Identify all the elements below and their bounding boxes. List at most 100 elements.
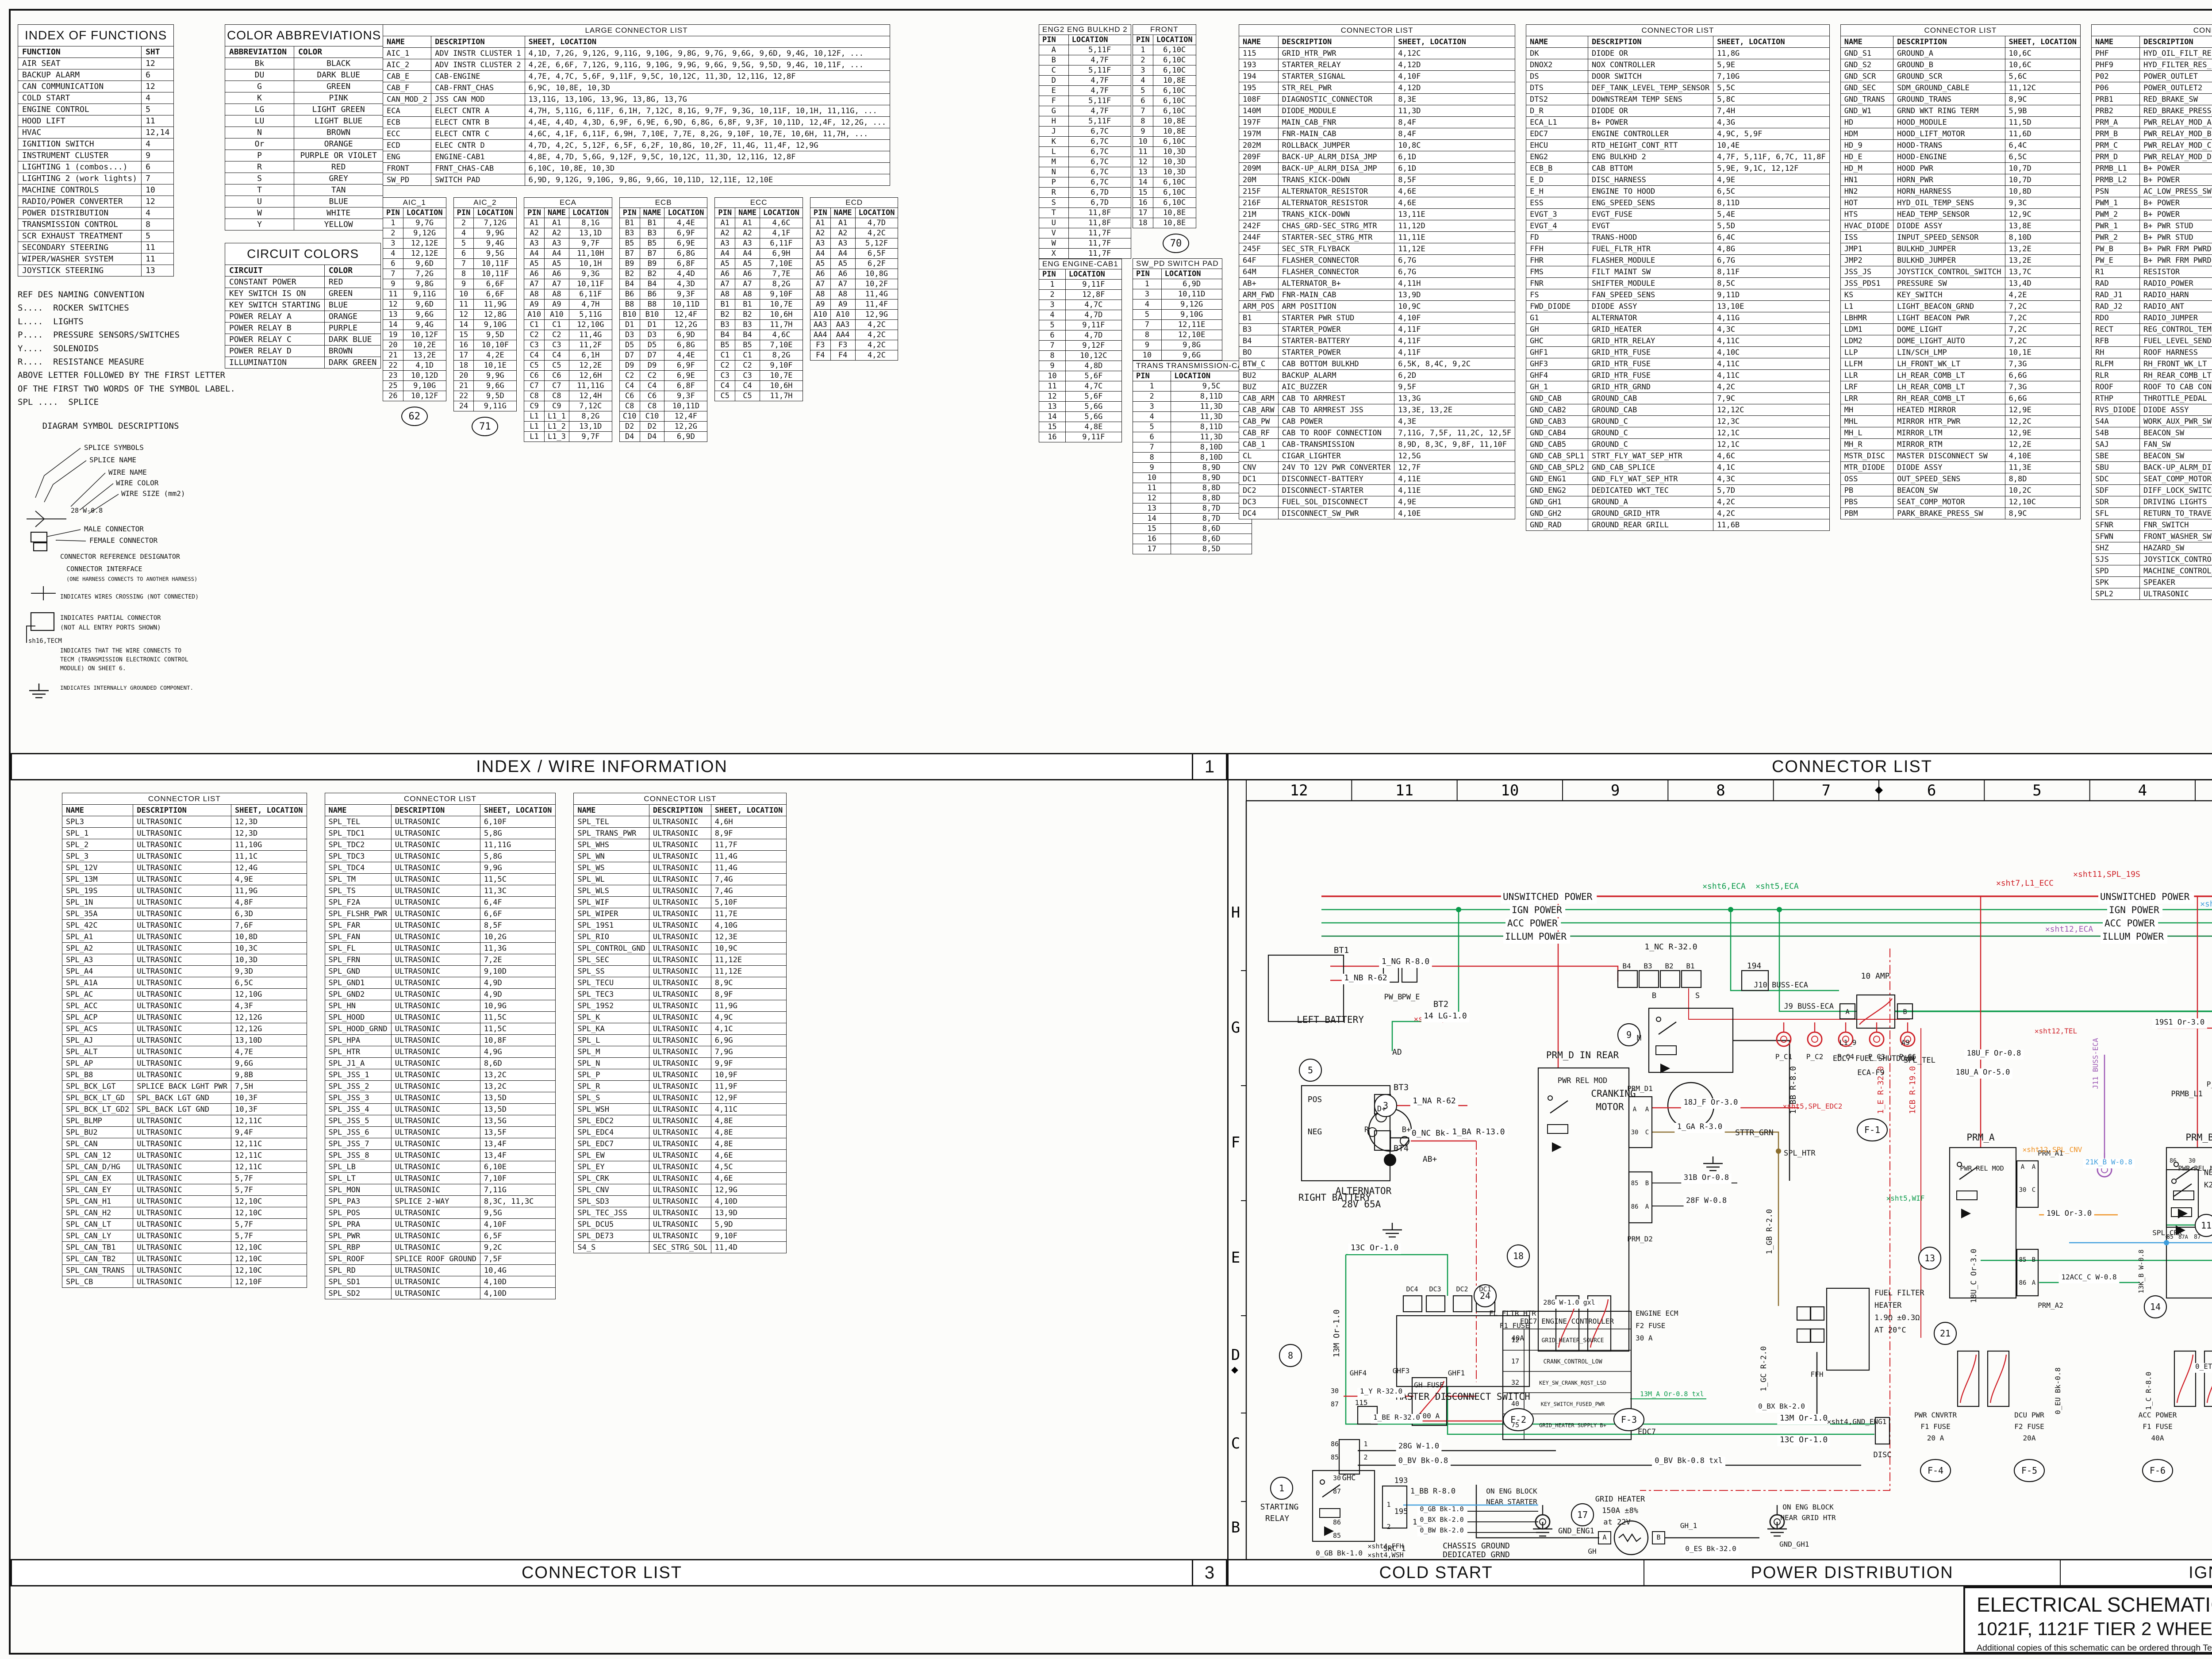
cell: BTW_C (1239, 358, 1279, 370)
cell: 4 (1132, 411, 1171, 422)
cell: DOME_LIGHT (1893, 323, 2005, 335)
svg-text:CONNECTOR REFERENCE DESIGNATOR: CONNECTOR REFERENCE DESIGNATOR (60, 553, 180, 561)
section-1-number: 1 (1192, 754, 1226, 779)
cell: A9 (810, 299, 831, 310)
cell: 4,10C (1713, 346, 1830, 358)
cell: FNR_SWITCH (2139, 519, 2212, 531)
svg-text:17: 17 (1511, 1357, 1519, 1365)
svg-text:MASTER DISCONNECT SWITCH: MASTER DISCONNECT SWITCH (1396, 1391, 1530, 1402)
cell: 5,8G (480, 827, 556, 839)
cell: 2 (1132, 391, 1171, 402)
cell: RLFM (2091, 358, 2140, 370)
cell: ULTRASONIC (133, 954, 231, 966)
cell: GROUND_SCR (1893, 70, 2005, 82)
cell: RFB (2091, 335, 2140, 347)
cell: 12,1C (1713, 438, 1830, 450)
svg-text:9: 9 (1626, 1029, 1632, 1040)
cell: SPL_EDC7 (573, 1138, 649, 1150)
cell: SPL_CAN_TRANS (61, 1264, 134, 1276)
cell: CAB_ARM (1239, 392, 1279, 404)
cell: 7,11G (480, 1184, 556, 1196)
cell: RAD_J1 (2091, 289, 2140, 301)
cell: ULTRASONIC (391, 1011, 480, 1023)
cell: 11,9F (710, 1080, 787, 1092)
cell: 13 (1133, 167, 1153, 177)
svg-text:GRID_HEATER SUPPLY B+: GRID_HEATER SUPPLY B+ (1539, 1422, 1606, 1429)
cell: 13,2C (480, 1080, 556, 1092)
cell: 5,12F (855, 238, 899, 249)
cell: DARK BLUE (293, 69, 384, 81)
cell: A6 (830, 269, 856, 279)
cell: 4,1D, 7,2G, 9,12G, 9,11G, 9,10G, 9,8G, 9… (524, 47, 891, 59)
cell: ORANGE (293, 138, 384, 150)
table-row: LIGHTING 1 (combos...)6 (17, 161, 174, 173)
cell: 6,9F (664, 360, 708, 371)
cell: C6 (639, 391, 665, 401)
cell: 7 (1132, 442, 1171, 453)
svg-text:87A: 87A (2178, 1234, 2188, 1240)
svg-text:20 A: 20 A (1927, 1434, 1944, 1442)
svg-text:K2: K2 (2204, 1181, 2212, 1190)
cell: BO (1239, 346, 1279, 358)
svg-text:PRM_A2: PRM_A2 (2038, 1301, 2063, 1310)
cell: 6,10C (1152, 65, 1196, 76)
svg-text:BT3: BT3 (1394, 1083, 1409, 1092)
svg-text:30: 30 (1631, 1129, 1639, 1136)
cell: KEY_SWITCH (1893, 289, 2005, 301)
cell: 4,6C (760, 330, 803, 340)
cell: A2 (524, 228, 545, 238)
svg-text:PWR REL MOD: PWR REL MOD (1558, 1076, 1608, 1085)
cell: 7,6F (231, 919, 307, 931)
cell: 10,3D (1152, 157, 1196, 167)
cell: B+ PWR FRM PWRD (2139, 254, 2212, 266)
cell: PB (1840, 484, 1894, 496)
cell: STARTER_POWER (1278, 323, 1395, 335)
cell: 12,9G (855, 309, 899, 320)
cell: ULTRASONIC (649, 1172, 711, 1184)
sheet-frame (9, 9, 2212, 1655)
cell: LIGHTING 1 (combos...) (17, 161, 142, 173)
cell: A5 (810, 258, 831, 269)
cell: 6,10C (1152, 187, 1196, 198)
svg-text:B: B (2032, 1256, 2035, 1263)
svg-text:F2 FUSE: F2 FUSE (2014, 1422, 2044, 1431)
cell: 6,7G (1713, 254, 1830, 266)
cell: ULTRASONIC (391, 873, 480, 885)
cell: 10,12C (1065, 350, 1122, 361)
cell: GRID_HTR_FUSE (1587, 346, 1714, 358)
cell: C4 (619, 380, 640, 391)
column-header: PIN (714, 207, 736, 218)
cell: SPL_19S1 (573, 919, 649, 931)
column-header: SHEET, LOCATION (524, 36, 891, 48)
cell: JOYSTICK_CONTROL_SWITCH (1893, 266, 2005, 278)
svg-text:✕sht5,ECA: ✕sht5,ECA (1755, 882, 1799, 891)
svg-text:7: 7 (1822, 782, 1831, 799)
svg-text:NEAR GRID HTR: NEAR GRID HTR (1780, 1513, 1836, 1522)
cell: A10 (810, 309, 831, 320)
cell: GRID_HTR_RELAY (1587, 335, 1714, 347)
